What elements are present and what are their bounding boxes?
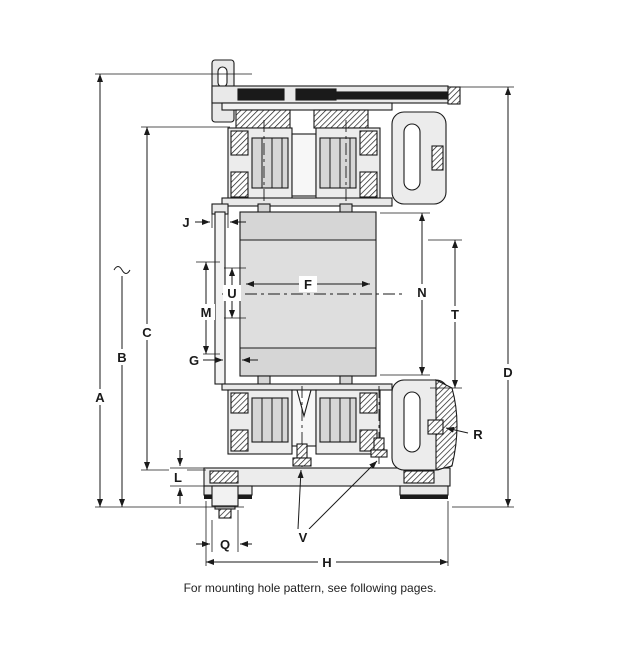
upper-sub-plate <box>221 102 393 111</box>
top-plate-solid-section-right <box>295 88 337 101</box>
dim-label-n: N <box>413 284 431 300</box>
svg-text:M: M <box>201 305 212 320</box>
svg-text:V: V <box>299 530 308 545</box>
leader-v-2 <box>308 460 378 530</box>
top-base-plate <box>221 197 393 207</box>
caption: For mounting hole pattern, see following… <box>184 581 437 595</box>
spring-right <box>313 109 369 129</box>
top-unit-left-disc <box>251 137 289 189</box>
bottom-unit-left-disc-lines <box>261 398 283 442</box>
ext-j <box>211 210 229 228</box>
bolt-2-shaft <box>373 437 385 451</box>
knurled-block <box>427 419 444 435</box>
bottom-unit-right-hatch-a <box>359 392 378 414</box>
top-unit-left-disc-lines <box>261 138 283 188</box>
foot-pad-right <box>400 495 448 499</box>
dim-label-q: Q <box>216 536 234 552</box>
spring-left <box>235 109 291 129</box>
leader-r <box>445 426 469 434</box>
dim-label-a: A <box>91 389 109 405</box>
bottom-flange-hatch-left <box>209 470 239 484</box>
bracket-bolt <box>218 508 232 519</box>
rotor-band-lines <box>239 211 377 377</box>
svg-text:D: D <box>503 365 512 380</box>
bottom-unit-right-disc <box>319 397 357 443</box>
dim-b-break-symbol <box>113 266 131 274</box>
bottom-unit-right-disc-lines <box>329 398 351 442</box>
top-rod <box>335 91 451 100</box>
dimension-labels: A B C D J F U M N T G L Q V H R <box>91 214 517 570</box>
top-plate-solid-section-left <box>237 88 285 101</box>
svg-text:T: T <box>451 307 459 322</box>
dim-label-j: J <box>177 214 195 230</box>
svg-text:F: F <box>304 277 312 292</box>
top-unit-right-hatch-b <box>359 171 378 198</box>
bottom-top-plate <box>221 383 393 391</box>
rotor <box>222 203 402 385</box>
bottom-unit-left-disc <box>251 397 289 443</box>
foot-right <box>399 485 449 496</box>
rotor-stub-bottom-right <box>339 375 353 385</box>
svg-text:R: R <box>473 427 483 442</box>
bolt-1-shaft <box>296 443 308 459</box>
top-assembly <box>211 59 461 385</box>
bottom-left-bracket <box>211 485 239 507</box>
svg-text:U: U <box>227 286 236 301</box>
dim-label-h: H <box>318 554 336 570</box>
bottom-assembly <box>203 379 458 519</box>
top-rod-head <box>447 86 461 105</box>
bolt-1-head <box>292 457 312 467</box>
dim-label-g: G <box>185 352 203 368</box>
svg-text:G: G <box>189 353 199 368</box>
bolt-2-head <box>370 449 388 458</box>
bottom-unit-left-hatch-a <box>230 392 249 414</box>
dim-label-u: U <box>223 285 241 301</box>
dim-label-b: B <box>113 349 131 365</box>
ear-slot <box>217 66 228 88</box>
dim-label-l: L <box>169 469 187 485</box>
svg-text:B: B <box>117 350 126 365</box>
dim-label-d: D <box>499 364 517 380</box>
bottom-flange <box>203 467 451 487</box>
dim-label-f: F <box>299 276 317 292</box>
top-unit-left-hatch-a <box>230 130 249 156</box>
top-unit-left-hatch-b <box>230 171 249 198</box>
rotor-stub-bottom-left <box>257 375 271 385</box>
svg-text:A: A <box>95 390 105 405</box>
top-center-connector <box>291 133 317 197</box>
top-right-housing-slot <box>403 123 421 191</box>
dim-label-v: V <box>294 529 312 545</box>
dim-label-m: M <box>197 304 215 320</box>
svg-text:L: L <box>174 470 182 485</box>
top-right-housing-hatch <box>431 145 444 171</box>
svg-text:N: N <box>417 285 426 300</box>
svg-text:Q: Q <box>220 537 230 552</box>
dim-label-r: R <box>469 426 487 442</box>
housing-wedge <box>435 379 458 471</box>
bottom-right-housing-slot <box>403 391 421 453</box>
top-unit-right-disc-lines <box>329 138 351 188</box>
center-v-notch <box>296 389 312 419</box>
svg-text:H: H <box>322 555 331 570</box>
svg-text:J: J <box>182 215 189 230</box>
dim-label-c: C <box>138 324 156 340</box>
svg-text:C: C <box>142 325 152 340</box>
dim-label-t: T <box>446 306 464 322</box>
leader-v-1 <box>297 469 304 530</box>
top-unit-right-hatch-a <box>359 130 378 156</box>
bottom-unit-left-hatch-b <box>230 429 249 452</box>
top-unit-right-disc <box>319 137 357 189</box>
bottom-flange-hatch-right <box>403 470 435 484</box>
